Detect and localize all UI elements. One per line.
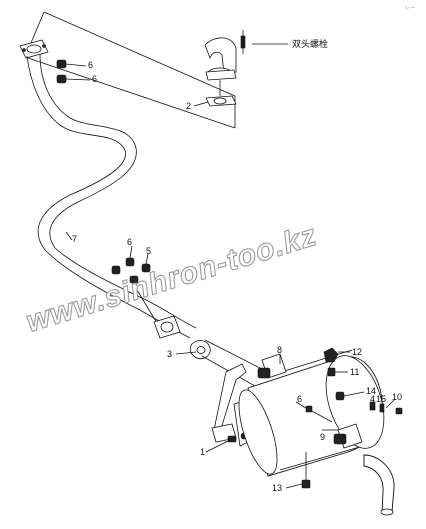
callout-label: 13 <box>272 483 282 493</box>
callout-label: 2 <box>186 101 191 111</box>
callout-label: 6 <box>127 237 132 247</box>
callout-leaders <box>65 43 395 489</box>
corner-mark: ◇ — <box>405 5 415 11</box>
callout-label: 6 <box>92 74 97 84</box>
callout-label: 5 <box>146 246 151 256</box>
pipe-flange-top <box>19 39 49 59</box>
callout-label: 10 <box>392 392 402 402</box>
callout-label: 15 <box>376 394 386 404</box>
callout-label: 11 <box>350 367 359 377</box>
callout-label: 12 <box>352 347 362 357</box>
mid-fasteners <box>111 257 161 329</box>
tail-pipe <box>363 454 395 516</box>
bottom-bolt-13 <box>301 452 311 489</box>
callout-labels: 6 6 2 7 6 5 8 3 12 11 14 4 15 10 6 9 1 1… <box>72 60 402 493</box>
flange-joint-3 <box>153 315 211 360</box>
callout-label: 14 <box>366 386 376 396</box>
flange-nuts <box>56 59 67 84</box>
callout-label: 9 <box>320 432 325 442</box>
annotation-stud-bolt: 双头螺栓 <box>292 38 328 50</box>
callout-label: 4 <box>370 394 375 404</box>
callout-label: 6 <box>297 394 302 404</box>
elbow-outlet-part <box>204 30 246 107</box>
callout-label: 1 <box>200 447 205 457</box>
callout-label: 3 <box>167 349 172 359</box>
exhaust-pipe-7 <box>26 53 197 339</box>
callout-label: 6 <box>88 60 93 70</box>
right-fasteners <box>305 347 403 423</box>
assembly-leader-lines <box>27 11 236 129</box>
callout-label: 7 <box>72 234 77 244</box>
callout-label: 8 <box>277 345 282 355</box>
